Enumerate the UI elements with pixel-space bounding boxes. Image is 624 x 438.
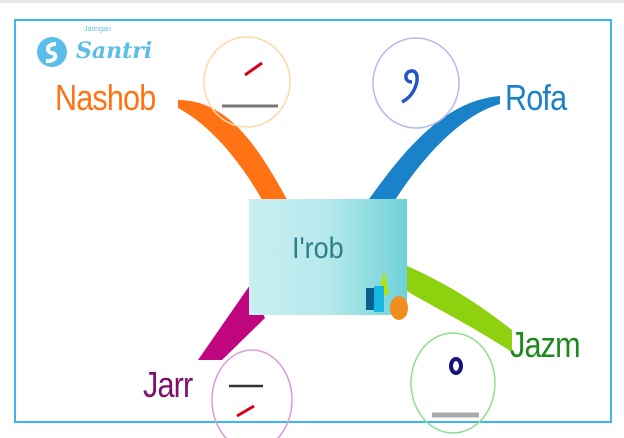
sukun-mark	[449, 357, 463, 375]
jarr-label: Jarr	[143, 364, 193, 405]
jarr-circle	[211, 349, 293, 438]
dhammah-mark	[401, 69, 419, 104]
rofa-circle	[372, 37, 460, 129]
logo-text: Santri	[76, 38, 153, 64]
jazm-circle	[410, 332, 496, 434]
logo-icon	[37, 37, 67, 67]
center-node-label: I'rob	[292, 232, 344, 265]
jazm-branch	[405, 265, 512, 352]
fathah-mark	[244, 61, 263, 77]
jarr-branch	[198, 285, 265, 360]
jazm-label: Jazm	[510, 324, 581, 365]
rofa-label: Rofa	[505, 77, 567, 118]
logo-small-text: Jaringan	[84, 26, 111, 33]
rofa-branch	[365, 96, 500, 205]
nashob-circle	[203, 36, 291, 128]
kasrah-mark	[236, 404, 255, 418]
diagram-frame	[14, 19, 612, 423]
nashob-label: Nashob	[55, 77, 156, 118]
top-divider	[0, 0, 624, 3]
crayons-icon	[366, 270, 408, 320]
nashob-branch	[178, 100, 290, 205]
